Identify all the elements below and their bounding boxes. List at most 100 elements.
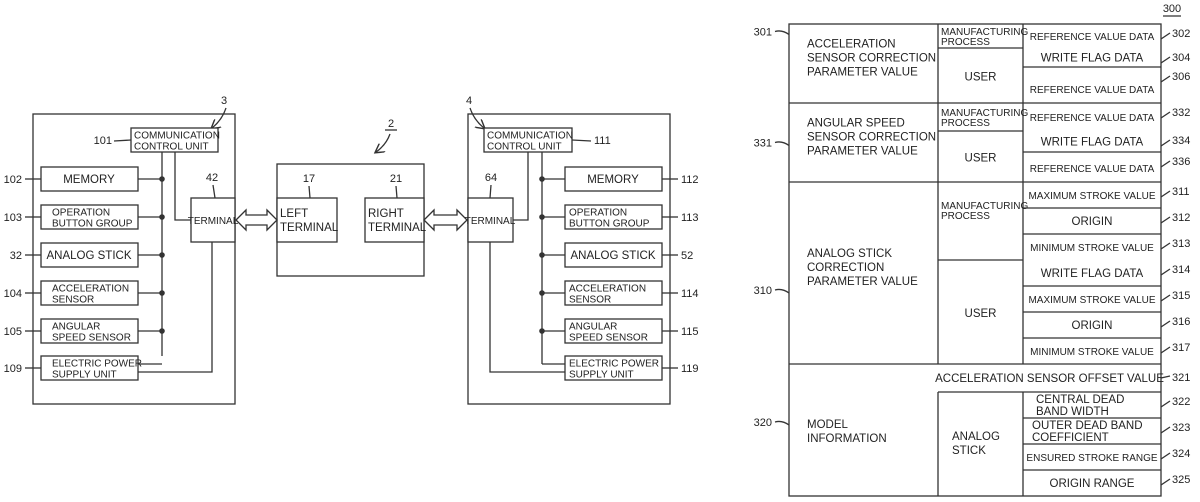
cell-text: ORIGIN (1072, 320, 1113, 332)
group-label: CORRECTION (807, 262, 884, 274)
sub-label: USER (965, 153, 997, 165)
terminal-label: TERMINAL (465, 216, 516, 227)
junction-dot (539, 176, 545, 182)
item-ref-number: 323 (1172, 422, 1190, 434)
block-label: SUPPLY UNIT (52, 370, 117, 381)
leader-line (1161, 76, 1170, 82)
block-label: OPERATION (52, 208, 110, 219)
ref-number: 64 (485, 172, 497, 184)
cell-text: MAXIMUM STROKE VALUE (1028, 191, 1155, 202)
item-ref-number: 317 (1172, 342, 1190, 354)
group-label: SENSOR CORRECTION (807, 53, 936, 65)
left-terminal (277, 198, 337, 242)
cell-text: REFERENCE VALUE DATA (1030, 85, 1155, 96)
ref-number: 42 (206, 172, 218, 184)
ref-number: 21 (390, 173, 402, 185)
controller-right-figure: 4COMMUNICATIONCONTROL UNIT111MEMORY112OP… (465, 95, 699, 404)
cell-text: WRITE FLAG DATA (1041, 137, 1144, 149)
cell-text: ORIGIN RANGE (1050, 478, 1135, 490)
block-label: ANALOG STICK (47, 250, 132, 262)
block-label: SUPPLY UNIT (569, 370, 634, 381)
block-label: BUTTON GROUP (52, 219, 133, 230)
ref-number: 112 (681, 174, 699, 186)
ref-number: 101 (94, 135, 112, 147)
block-label: SENSOR (569, 295, 611, 306)
leader-line (1161, 243, 1170, 249)
sub-label: STICK (952, 445, 986, 457)
ref-number: 2 (388, 118, 394, 130)
junction-dot (539, 214, 545, 220)
ref-number: 104 (4, 288, 22, 300)
block-label: ELECTRIC POWER (569, 359, 659, 370)
cell-text: REFERENCE VALUE DATA (1030, 113, 1155, 124)
ref-number: 4 (466, 95, 472, 107)
group-label: PARAMETER VALUE (807, 276, 918, 288)
ref-number: 111 (594, 135, 611, 147)
junction-dot (159, 290, 165, 296)
cell-text: WRITE FLAG DATA (1041, 53, 1144, 65)
junction-dot (539, 290, 545, 296)
leader-line (1161, 347, 1170, 353)
item-ref-number: 302 (1172, 28, 1190, 40)
block-label: CONTROL UNIT (487, 142, 562, 153)
block-label: ELECTRIC POWER (52, 359, 142, 370)
junction-dot (539, 328, 545, 334)
block-label: RIGHT (368, 208, 404, 220)
sub-label: ANALOG (952, 431, 1000, 443)
leader-line (1161, 453, 1170, 459)
block-label: SPEED SENSOR (569, 333, 648, 344)
junction-dot (159, 252, 165, 258)
group-ref-number: 320 (754, 417, 772, 429)
group-label: SENSOR CORRECTION (807, 132, 936, 144)
block-label: LEFT (280, 208, 308, 220)
item-ref-number: 316 (1172, 316, 1190, 328)
ref-number: 115 (681, 326, 699, 338)
leader-line (1161, 140, 1170, 146)
block-label: CONTROL UNIT (134, 142, 209, 153)
cell-text: MINIMUM STROKE VALUE (1030, 347, 1154, 358)
block-label: OPERATION (569, 208, 627, 219)
block-label: BUTTON GROUP (569, 219, 650, 230)
group-label: ANGULAR SPEED (807, 118, 905, 130)
right-connection-arrow (424, 210, 467, 230)
leader-line (1161, 112, 1170, 118)
cell-text: OUTER DEAD BAND (1032, 420, 1143, 432)
block-label: MEMORY (63, 174, 115, 186)
leader-line (775, 421, 789, 425)
group-label: PARAMETER VALUE (807, 146, 918, 158)
block-label: ANGULAR (52, 322, 100, 333)
right-terminal (365, 198, 424, 242)
leader-line (1161, 321, 1170, 327)
block-label: SPEED SENSOR (52, 333, 131, 344)
item-ref-number: 325 (1172, 474, 1190, 486)
group-label: MODEL (807, 419, 849, 431)
item-ref-number: 336 (1172, 156, 1190, 168)
junction-dot (159, 328, 165, 334)
ref-number: 119 (681, 363, 699, 375)
cell-text: MAXIMUM STROKE VALUE (1028, 295, 1155, 306)
cell-text: WRITE FLAG DATA (1041, 268, 1144, 280)
leader-line (1161, 217, 1170, 223)
leader-line (1161, 191, 1170, 197)
group-ref-number: 301 (754, 27, 772, 39)
ref-number: 3 (221, 95, 227, 107)
item-ref-number: 306 (1172, 71, 1190, 83)
cell-text: MINIMUM STROKE VALUE (1030, 243, 1154, 254)
sub-label: USER (965, 72, 997, 84)
junction-dot (159, 176, 165, 182)
block-label: COMMUNICATION (487, 131, 573, 142)
group-label: ACCELERATION (807, 39, 896, 51)
sub-label: PROCESS (941, 211, 990, 222)
block-label: ACCELERATION (569, 284, 646, 295)
leader-line (1161, 269, 1170, 275)
leader-line (775, 289, 789, 293)
leader-line (1161, 479, 1170, 485)
controller-left-figure: 3COMMUNICATIONCONTROL UNIT101MEMORY102OP… (4, 95, 239, 404)
leader-line (1161, 401, 1170, 407)
ref-number: 114 (681, 288, 699, 300)
block-label: TERMINAL (368, 222, 427, 234)
leader-line (775, 31, 789, 35)
group-label: ANALOG STICK (807, 248, 892, 260)
block-label: ANALOG STICK (571, 250, 656, 262)
